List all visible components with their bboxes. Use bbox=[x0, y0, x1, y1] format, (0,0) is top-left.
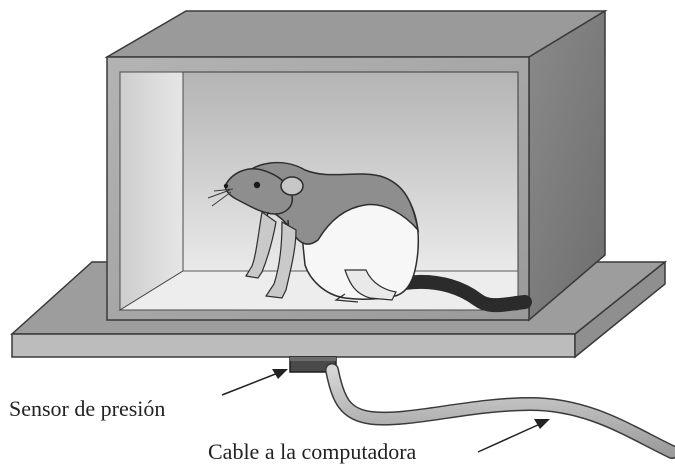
cable-pointer-arrow bbox=[477, 419, 550, 453]
rat-figure bbox=[207, 161, 532, 313]
sensor-label: Sensor de presión bbox=[9, 396, 166, 421]
sensor-pointer-arrow bbox=[221, 369, 288, 396]
cable-label: Cable a la computadora bbox=[208, 439, 417, 464]
cable bbox=[325, 363, 675, 459]
box-enclosure bbox=[104, 9, 608, 322]
